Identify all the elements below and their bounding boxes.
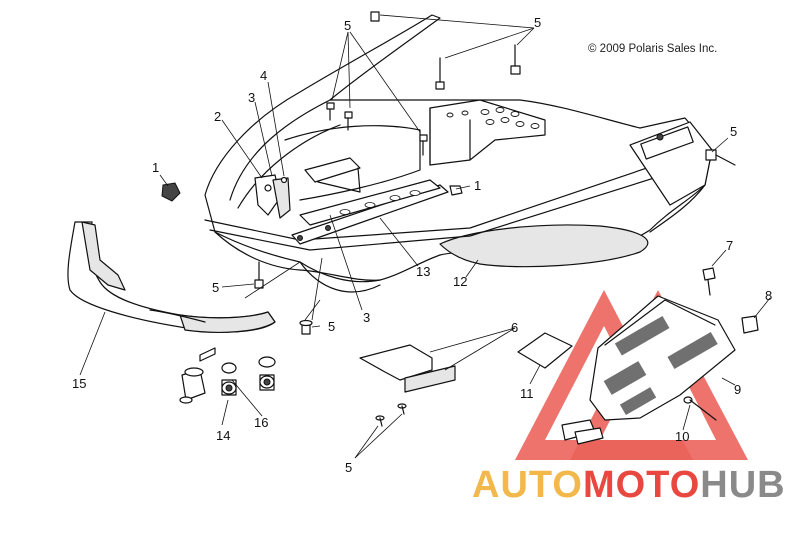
pad-11 (517, 332, 573, 369)
callout-8: 8 (765, 288, 772, 303)
callout-2: 2 (214, 109, 221, 124)
screw-7 (702, 267, 716, 296)
callout-5: 5 (212, 280, 219, 295)
heat-shield (561, 295, 736, 445)
bolts (254, 11, 736, 335)
watermark-text: AUTOMOTOHUB (472, 464, 786, 506)
watermark-part-hub: HUB (700, 464, 785, 506)
callout-1: 1 (474, 178, 481, 193)
callout-12: 12 (453, 274, 467, 289)
callout-16: 16 (254, 415, 268, 430)
lower-screws (375, 403, 407, 427)
callout-1: 1 (152, 160, 159, 175)
callout-3: 3 (248, 90, 255, 105)
callout-3: 3 (363, 310, 370, 325)
callout-11: 11 (520, 386, 534, 401)
pad-plates (359, 344, 456, 393)
callout-15: 15 (72, 376, 86, 391)
callout-7: 7 (726, 238, 733, 253)
watermark-part-moto: MOTO (583, 464, 700, 506)
rail-plate (291, 179, 449, 245)
callout-5: 5 (344, 18, 351, 33)
watermark-part-auto: AUTO (472, 464, 583, 506)
copyright-text: © 2009 Polaris Sales Inc. (588, 43, 717, 55)
callout-5: 5 (328, 319, 335, 334)
bracket-plate (429, 99, 546, 166)
bumper-hardware (179, 347, 276, 404)
callout-5: 5 (534, 15, 541, 30)
bumper (67, 221, 276, 333)
callout-9: 9 (734, 382, 741, 397)
clip-8 (741, 315, 759, 334)
callout-5: 5 (345, 460, 352, 475)
callout-14: 14 (216, 428, 230, 443)
callout-4: 4 (260, 68, 267, 83)
callout-13: 13 (416, 264, 430, 279)
callout-6: 6 (511, 320, 518, 335)
leader-lines (79, 14, 771, 459)
pin-10 (683, 396, 717, 421)
callout-5: 5 (730, 124, 737, 139)
callout-labels: 1 1 2 3 3 4 5 5 5 5 5 5 6 7 8 9 10 11 12… (72, 15, 772, 475)
callout-10: 10 (675, 429, 689, 444)
tub-plate (304, 157, 361, 183)
